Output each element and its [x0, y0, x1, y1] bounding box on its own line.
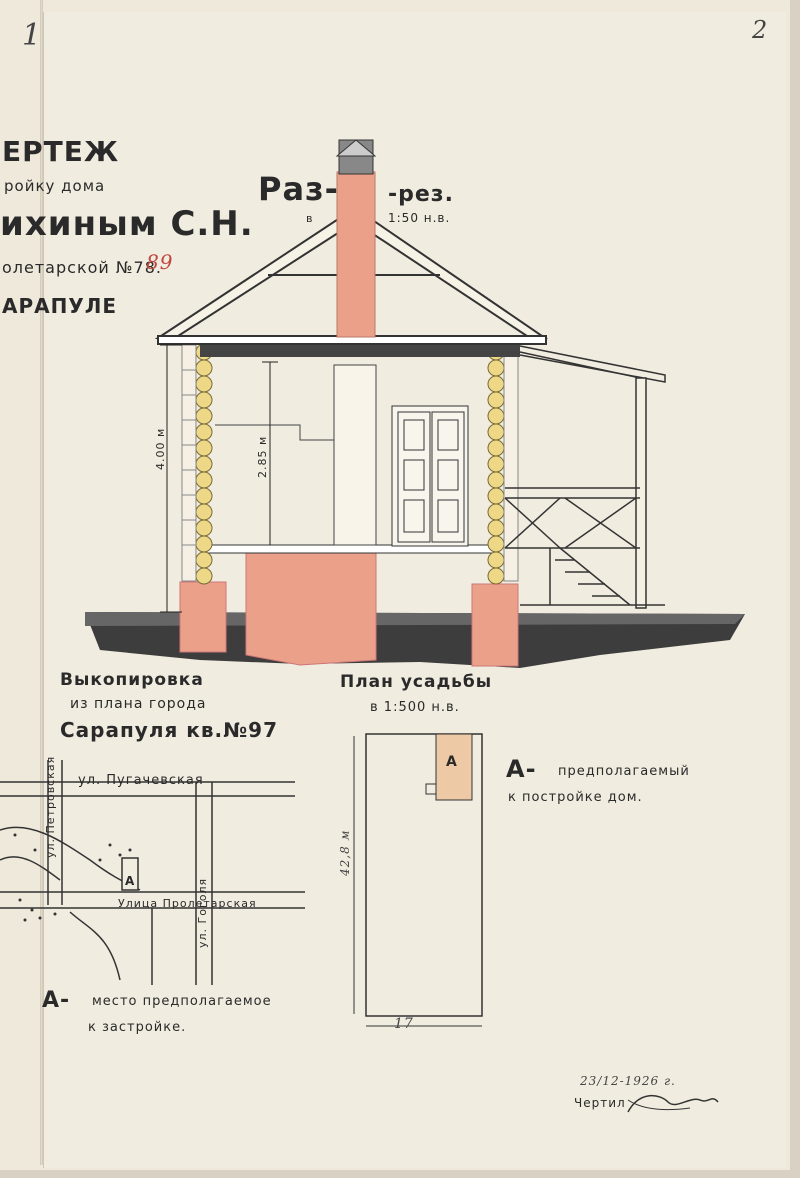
estate-dimensions	[353, 736, 482, 1027]
estate-plan-title: План усадьбы	[340, 672, 493, 692]
street-pugachevskaya: ул. Пугачевская	[78, 773, 204, 788]
title-line-5: АРАПУЛЕ	[2, 294, 118, 318]
section-scale: 1:50 н.в.	[388, 211, 451, 225]
title-line-1: ЕРТЕЖ	[2, 135, 120, 168]
section-scale-prefix: в	[306, 212, 314, 225]
title-line-3: ихиным С.Н.	[0, 204, 254, 244]
site-marker-box	[121, 857, 139, 891]
planned-porch	[425, 783, 437, 795]
excerpt-legend-line-1: место предполагаемое	[92, 994, 272, 1009]
title-correction: 89	[146, 250, 174, 274]
excerpt-title-2: из плана города	[70, 696, 207, 712]
planned-house	[435, 733, 473, 801]
foundation-left	[179, 581, 227, 653]
estate-legend-letter: А-	[506, 755, 537, 783]
title-address: олетарской №78.	[2, 258, 162, 277]
page-number-right: 2	[752, 16, 769, 44]
stove-outline	[215, 364, 377, 546]
page-number-left: 1	[22, 18, 43, 53]
section-title-b: -рез.	[388, 182, 454, 207]
estate-marker: А	[446, 754, 458, 770]
signature-date: 23/12-1926 г.	[580, 1074, 676, 1088]
ceiling	[200, 345, 520, 357]
excerpt-marker: А	[125, 874, 136, 888]
terrain-dots	[13, 833, 132, 922]
street-proletarskaya: Улица Пролетарская	[118, 897, 257, 910]
page-fold	[40, 0, 43, 1165]
door	[391, 405, 469, 547]
estate-plan-scale: в 1:500 н.в.	[370, 700, 460, 715]
estate-outline	[365, 733, 483, 1017]
estate-legend-line-1: предполагаемый	[558, 764, 690, 779]
estate-dim-width: 17	[394, 1016, 414, 1032]
chimney-cap-top	[335, 139, 377, 157]
signature-label: Чертил	[574, 1096, 626, 1110]
section-title-a: Раз-	[258, 170, 339, 208]
excerpt-legend-letter: А-	[42, 988, 71, 1013]
excerpt-title-1: Выкопировка	[60, 670, 204, 690]
excerpt-legend-line-2: к застройке.	[88, 1020, 187, 1035]
chimney	[336, 171, 376, 338]
title-line-2: ройку дома	[4, 177, 106, 195]
estate-legend-line-2: к постройке дом.	[508, 790, 643, 805]
porch	[504, 345, 666, 609]
title-line-4: олетарской №78. 89	[2, 250, 196, 278]
dimension-lines	[160, 344, 278, 613]
excerpt-title-3: Сарапуля кв.№97	[60, 718, 279, 742]
